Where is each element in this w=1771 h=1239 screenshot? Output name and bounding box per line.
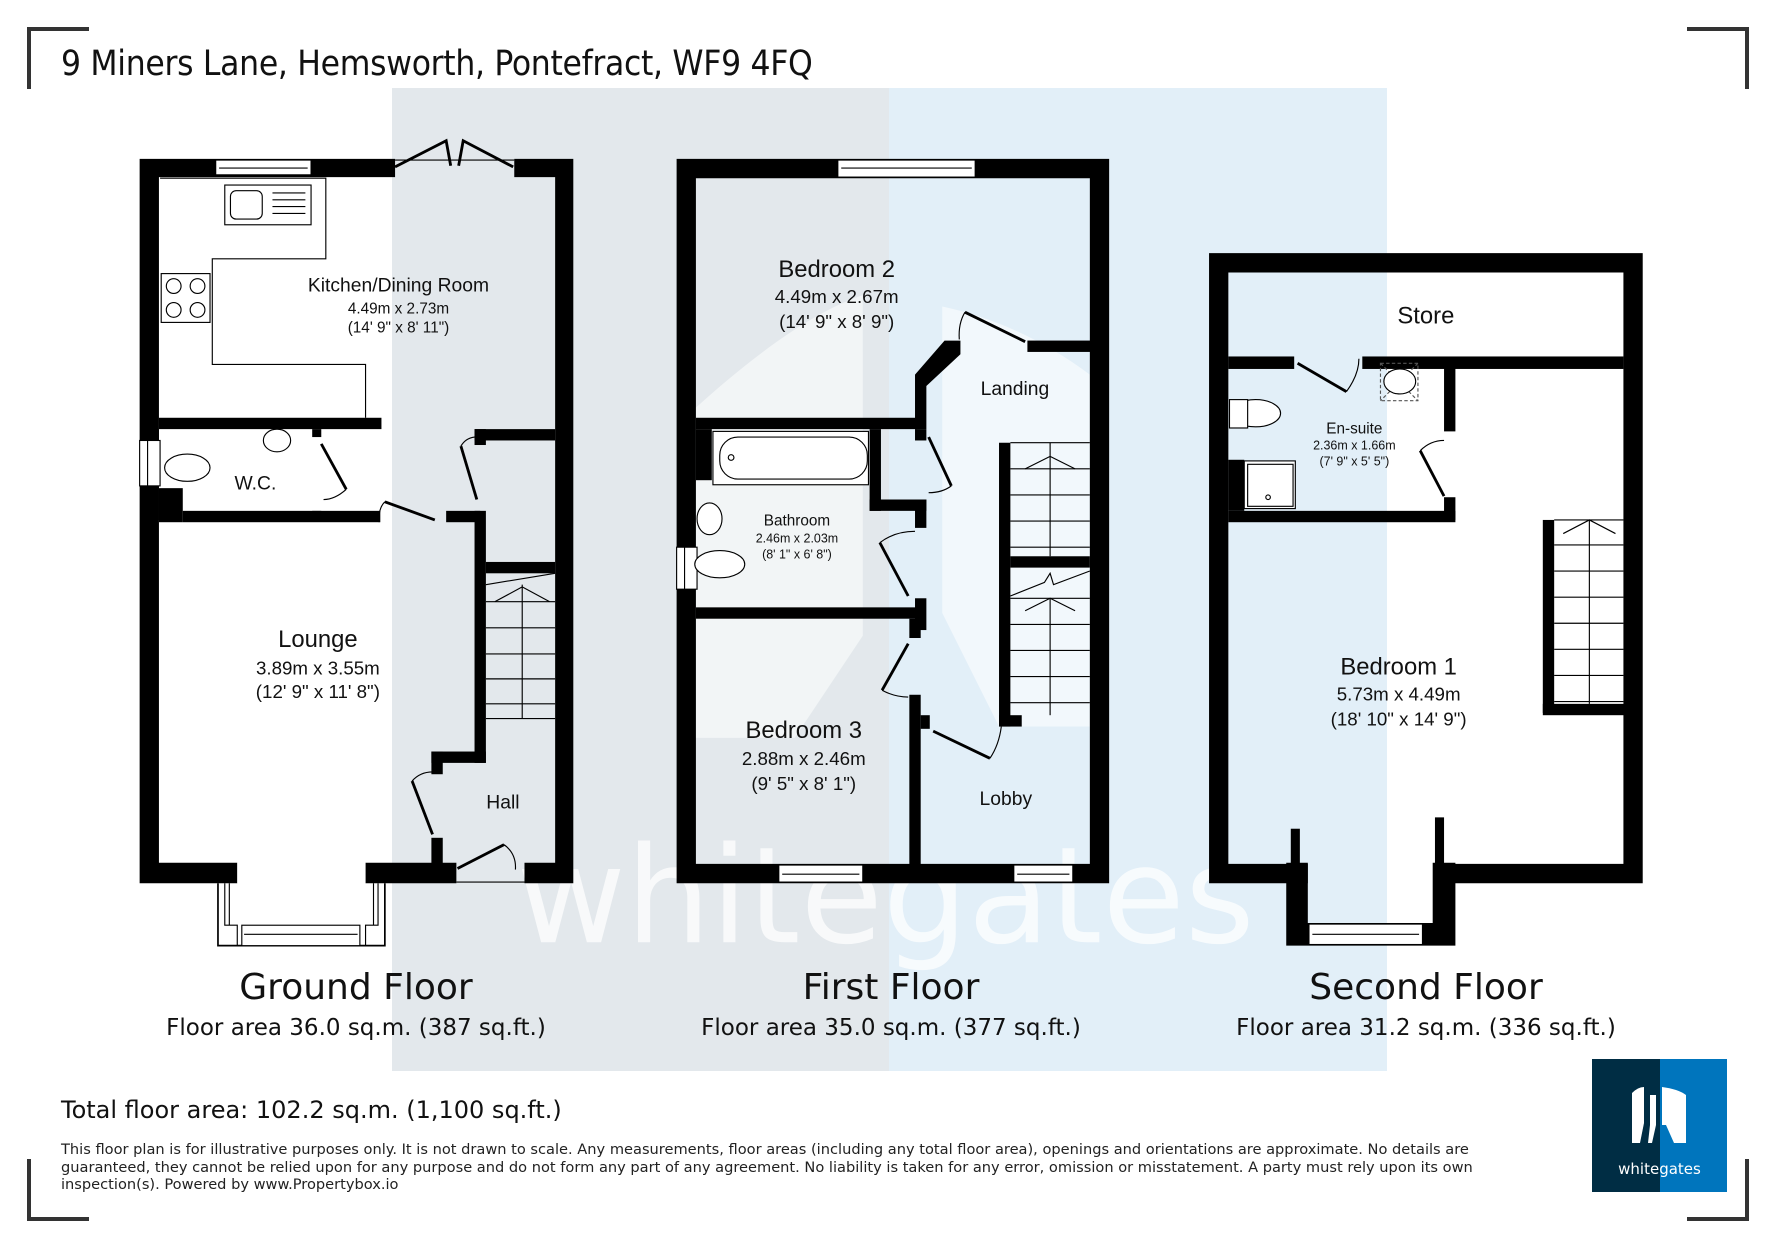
room-dims-bedroom-2-imperial: (14' 9" x 8' 9") <box>779 311 894 332</box>
room-label-ensuite: En-suite <box>1326 421 1382 438</box>
room-dims-ensuite-metric: 2.36m x 1.66m <box>1313 439 1395 453</box>
room-label-bathroom: Bathroom <box>764 513 830 530</box>
floor-title-ground: Ground Floor <box>239 967 473 1008</box>
room-dims-bedroom-2-metric: 4.49m x 2.67m <box>775 286 899 307</box>
second-floor-plan <box>1209 253 1643 946</box>
room-label-wc: W.C. <box>235 473 277 494</box>
corner-bracket-top-right <box>1687 27 1749 89</box>
total-floor-area: Total floor area: 102.2 sq.m. (1,100 sq.… <box>61 1096 562 1124</box>
corner-bracket-top-left <box>27 27 89 89</box>
room-dims-kitchen-metric: 4.49m x 2.73m <box>348 300 449 317</box>
room-label-hall: Hall <box>486 792 519 813</box>
disclaimer-text: This floor plan is for illustrative purp… <box>61 1141 1473 1193</box>
room-dims-bedroom-3-metric: 2.88m x 2.46m <box>742 748 866 769</box>
room-dims-bathroom-imperial: (8' 1" x 6' 8") <box>762 548 832 562</box>
room-label-lobby: Lobby <box>980 789 1033 810</box>
room-dims-ensuite-imperial: (7' 9" x 5' 5") <box>1319 454 1389 468</box>
floor-area-ground: Floor area 36.0 sq.m. (387 sq.ft.) <box>166 1015 546 1041</box>
corner-bracket-bottom-left <box>27 1159 89 1221</box>
room-dims-bedroom-1-metric: 5.73m x 4.49m <box>1337 683 1461 704</box>
watermark-logo-icon <box>694 295 1090 738</box>
room-dims-bedroom-3-imperial: (9' 5" x 8' 1") <box>751 773 856 794</box>
corner-bracket-bottom-right <box>1687 1159 1749 1221</box>
property-address-title: 9 Miners Lane, Hemsworth, Pontefract, WF… <box>61 44 813 84</box>
room-label-lounge: Lounge <box>278 626 358 653</box>
ground-floor-plan <box>139 138 574 947</box>
room-label-bedroom-2: Bedroom 2 <box>778 256 895 283</box>
logo-text: whitegates <box>1618 1160 1701 1178</box>
whitegates-logo: whitegates <box>1592 1059 1727 1192</box>
first-floor-plan <box>676 158 1110 884</box>
watermark-text: whitegates <box>516 818 1254 974</box>
floor-area-second: Floor area 31.2 sq.m. (336 sq.ft.) <box>1236 1015 1616 1041</box>
room-dims-lounge-imperial: (12' 9" x 11' 8") <box>256 681 380 702</box>
floor-area-first: Floor area 35.0 sq.m. (377 sq.ft.) <box>701 1015 1081 1041</box>
room-dims-bedroom-1-imperial: (18' 10" x 14' 9") <box>1331 708 1467 729</box>
floor-title-second: Second Floor <box>1309 967 1543 1008</box>
room-label-bedroom-1: Bedroom 1 <box>1340 653 1457 680</box>
room-dims-kitchen-imperial: (14' 9" x 8' 11") <box>348 320 450 337</box>
room-label-kitchen: Kitchen/Dining Room <box>308 276 489 297</box>
room-label-landing: Landing <box>981 379 1050 400</box>
room-dims-lounge-metric: 3.89m x 3.55m <box>256 657 380 678</box>
whitegates-w-logo-icon <box>1632 1087 1686 1143</box>
room-dims-bathroom-metric: 2.46m x 2.03m <box>756 532 838 546</box>
room-label-bedroom-3: Bedroom 3 <box>745 717 862 744</box>
logo-left-panel <box>1592 1059 1660 1192</box>
room-label-store: Store <box>1397 303 1454 330</box>
floor-title-first: First Floor <box>802 967 980 1008</box>
